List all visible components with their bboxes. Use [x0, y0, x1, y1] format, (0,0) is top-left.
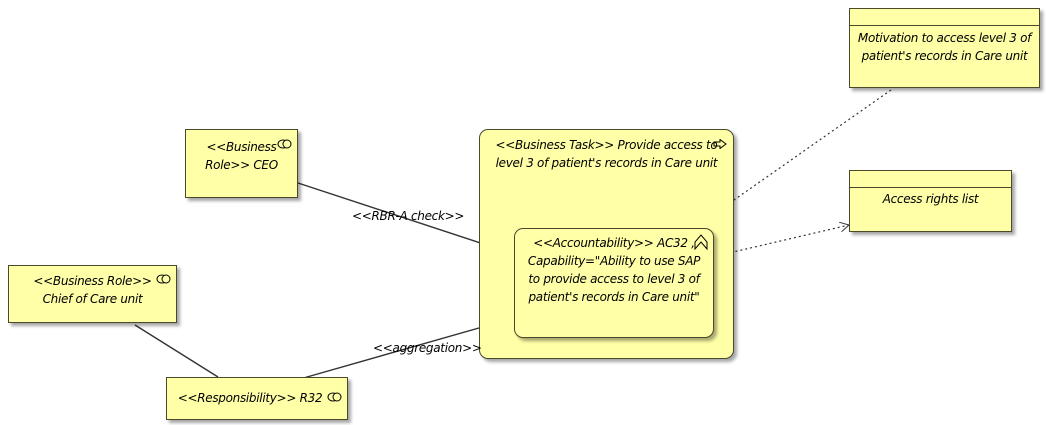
accountability-line1: <<Accountability>> AC32 , — [533, 236, 695, 250]
role-icon — [277, 139, 292, 149]
role-icon — [327, 392, 342, 402]
role-icon — [156, 274, 171, 284]
accountability-line4: patient's records in Care unit" — [528, 290, 700, 304]
ceo-role-line1: <<Business — [206, 140, 277, 154]
capability-icon — [694, 234, 708, 250]
access-rights-label: Access rights list — [882, 192, 979, 206]
motivation-line1: Motivation to access level 3 of — [857, 31, 1032, 45]
accountability-node[interactable]: <<Accountability>> AC32 , Capability="Ab… — [514, 228, 714, 338]
ceo-role-node[interactable]: <<Business Role>> CEO — [185, 129, 298, 198]
accountability-line2: Capability="Ability to use SAP — [527, 254, 701, 268]
rbr-check-connector[interactable] — [297, 182, 515, 255]
aggregation-connector[interactable] — [299, 317, 515, 380]
access-rights-header-bar — [850, 171, 1011, 188]
access-rights-node[interactable]: Access rights list — [849, 170, 1012, 232]
chief-role-line2: Chief of Care unit — [42, 292, 143, 306]
business-task-line1: <<Business Task>> Provide access to — [495, 138, 718, 152]
chief-role-node[interactable]: <<Business Role>> Chief of Care unit — [8, 265, 177, 323]
access-connector[interactable] — [715, 225, 849, 257]
responsibility-node[interactable]: <<Responsibility>> R32 — [166, 377, 348, 420]
chief-responsibility-connector[interactable] — [134, 324, 219, 378]
rbr-check-edge-label: <<RBR-A check>> — [352, 209, 465, 223]
motivation-node[interactable]: Motivation to access level 3 of patient'… — [849, 8, 1040, 88]
motivation-header-bar — [850, 9, 1039, 26]
chief-role-line1: <<Business Role>> — [33, 274, 152, 288]
accountability-line3: to provide access to level 3 of — [528, 272, 700, 286]
motivation-line2: patient's records in Care unit — [861, 49, 1028, 63]
business-task-line2: level 3 of patient's records in Care uni… — [495, 156, 718, 170]
aggregation-edge-label: <<aggregation>> — [373, 341, 482, 355]
responsibility-label: <<Responsibility>> R32 — [177, 391, 323, 405]
arrow-right-icon — [713, 139, 727, 149]
ceo-role-line2: Role>> CEO — [205, 158, 278, 172]
